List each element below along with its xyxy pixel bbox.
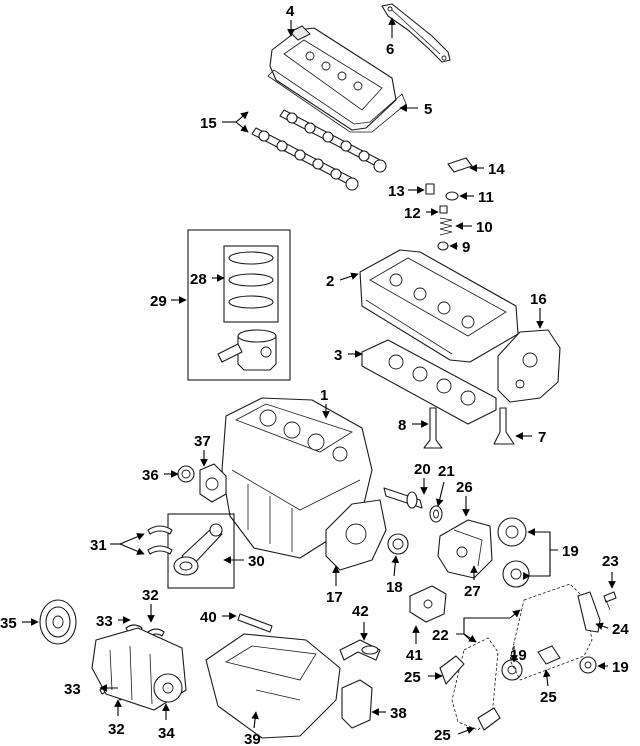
part-crankshaft <box>91 627 187 711</box>
callout-17: 17 <box>326 589 343 606</box>
callout-40: 40 <box>200 609 217 626</box>
part-piston-rings <box>228 251 274 309</box>
part-front-crank-seal <box>387 533 409 555</box>
callout-28: 28 <box>190 271 207 288</box>
part-valve-spring <box>439 217 453 236</box>
part-valve-retainer <box>445 191 459 201</box>
part-rear-main-seal <box>177 465 195 483</box>
callout-33-lower: 33 <box>64 681 81 698</box>
callout-6: 6 <box>386 41 394 58</box>
part-exhaust-valve <box>493 407 515 445</box>
part-upper-cover-strip <box>381 3 451 63</box>
part-oil-pump-lower <box>409 585 447 623</box>
callout-4: 4 <box>286 3 295 20</box>
piston-kit-box <box>187 229 291 381</box>
callout-27: 27 <box>464 583 481 600</box>
part-tensioner-rail <box>577 591 601 633</box>
part-rocker-arm <box>447 157 473 173</box>
callout-37: 37 <box>194 433 211 450</box>
part-chain-guide-right <box>537 645 561 665</box>
part-timing-chain-primary <box>509 583 593 681</box>
part-oil-pan <box>205 633 341 739</box>
callout-35: 35 <box>0 615 17 632</box>
callout-26: 26 <box>456 479 473 496</box>
callout-19-idler: 19 <box>612 659 629 676</box>
callout-16: 16 <box>530 291 547 308</box>
part-timing-cover <box>497 329 561 403</box>
part-rod-bearings <box>147 525 173 555</box>
callout-33-upper: 33 <box>96 613 113 630</box>
part-dipstick-tube <box>237 613 273 633</box>
part-cylinder-head <box>359 249 519 363</box>
part-oil-filter-housing <box>341 679 373 729</box>
callout-30: 30 <box>248 553 265 570</box>
callout-29: 29 <box>150 293 167 310</box>
callout-18: 18 <box>386 579 403 596</box>
part-chain-guide-bottom <box>477 707 501 731</box>
part-front-cover <box>325 499 387 571</box>
leader-lines <box>22 17 616 735</box>
callout-24: 24 <box>612 621 629 638</box>
callout-32-upper: 32 <box>142 587 159 604</box>
callout-22: 22 <box>432 627 449 644</box>
part-harmonic-balancer <box>39 599 77 645</box>
callout-34: 34 <box>158 725 175 742</box>
part-chain-guide-left <box>439 655 465 685</box>
part-washer <box>429 505 443 523</box>
callout-36: 36 <box>142 467 159 484</box>
part-valve-cover <box>269 25 397 131</box>
part-oil-pickup-tube <box>339 639 381 661</box>
part-connecting-rod <box>173 523 223 576</box>
callout-12: 12 <box>404 205 421 222</box>
callout-labels: 1 2 3 4 5 6 7 8 9 10 11 12 13 14 15 16 1… <box>0 3 629 746</box>
part-valve-keeper <box>439 205 448 214</box>
callout-20: 20 <box>414 461 431 478</box>
callout-5: 5 <box>424 101 432 118</box>
callout-3: 3 <box>334 347 342 364</box>
callout-2: 2 <box>326 273 334 290</box>
callout-14: 14 <box>488 161 505 178</box>
callout-25-left: 25 <box>404 669 421 686</box>
callout-39: 39 <box>244 731 261 746</box>
callout-15: 15 <box>200 115 217 132</box>
callout-7: 7 <box>538 429 546 446</box>
part-oil-pump <box>437 519 493 579</box>
part-valve-seal <box>437 241 449 251</box>
part-idler-sprocket <box>579 656 597 674</box>
callout-8: 8 <box>398 417 406 434</box>
part-engine-block <box>221 397 373 559</box>
callout-41: 41 <box>406 647 423 664</box>
callout-1: 1 <box>320 387 328 404</box>
part-bolt <box>603 591 617 611</box>
part-piston <box>217 329 277 371</box>
callout-10: 10 <box>476 219 493 236</box>
callout-21: 21 <box>438 463 455 480</box>
callout-32-lower: 32 <box>108 721 125 738</box>
callout-13: 13 <box>388 183 405 200</box>
part-lash-adjuster <box>425 183 435 195</box>
part-camshafts <box>251 109 387 191</box>
part-cam-phaser-lower <box>502 560 530 588</box>
part-valve-cover-gasket <box>267 69 407 133</box>
callout-11: 11 <box>478 189 494 206</box>
callout-19-sprocket: 19 <box>510 647 527 664</box>
part-intake-valve <box>423 407 443 449</box>
callout-23: 23 <box>602 553 619 570</box>
part-head-gasket <box>361 339 497 425</box>
callout-38: 38 <box>390 705 407 722</box>
callout-42: 42 <box>352 603 369 620</box>
part-balance-shaft <box>383 487 423 509</box>
part-rear-seal-housing <box>199 463 227 503</box>
callout-25-bottom: 25 <box>434 727 451 744</box>
callout-19-phasers: 19 <box>562 543 579 560</box>
callout-31: 31 <box>90 537 107 554</box>
callout-9: 9 <box>462 239 470 256</box>
part-cam-phaser-upper <box>497 517 527 547</box>
callout-25-right: 25 <box>540 689 557 706</box>
